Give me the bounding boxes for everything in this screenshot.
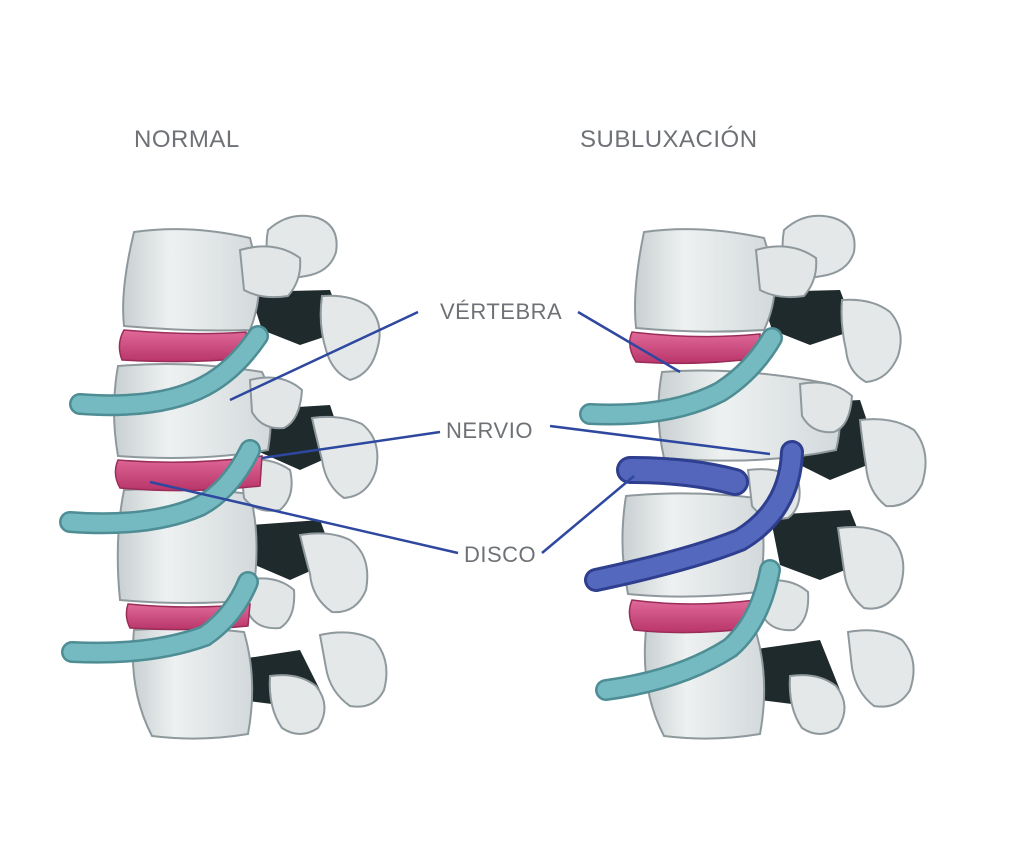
leader-vertebra-normal <box>229 310 419 402</box>
subluxation-spine <box>579 214 927 740</box>
normal-title: NORMAL <box>134 126 240 153</box>
sub-disc-3 <box>628 599 757 634</box>
normal-spinous-processes <box>265 214 388 735</box>
sub-spinous-processes <box>781 214 927 735</box>
sub-nerve-roots <box>579 327 783 701</box>
leader-nerve-normal <box>261 430 441 460</box>
leader-disc-normal <box>149 480 459 555</box>
normal-vertebra-1 <box>122 228 260 332</box>
normal-vertebra-2 <box>113 363 272 459</box>
normal-spine <box>59 214 388 740</box>
leader-vertebra-sub <box>577 310 681 374</box>
sub-pinched-disc-and-nerve <box>584 440 804 592</box>
leader-nerve-sub <box>549 424 771 456</box>
normal-disc-1 <box>118 329 247 363</box>
subluxation-title: SUBLUXACIÓN <box>580 126 758 153</box>
leader-lines <box>149 310 771 555</box>
normal-nerve-roots <box>59 325 269 664</box>
sub-vertebra-1 <box>634 228 776 333</box>
leader-disc-sub <box>541 475 635 554</box>
sub-discs <box>628 331 761 634</box>
disc-label: DISCO <box>464 542 537 567</box>
normal-vertebral-bodies <box>113 228 272 740</box>
sub-disc-1 <box>629 331 761 365</box>
vertebra-label: VÉRTEBRA <box>440 299 563 324</box>
nerve-label: NERVIO <box>446 418 533 443</box>
